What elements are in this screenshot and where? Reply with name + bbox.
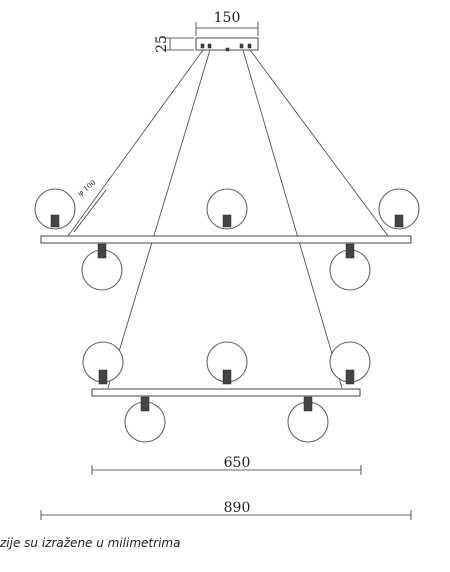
upper-ring-width-label: 890 [224,500,251,516]
upper-ring-bar [40,235,412,244]
units-caption: zije su izražene u milimetrima [0,536,181,550]
canopy-width-dimension: 150 [195,10,259,36]
upper-ring-width-dimension: 890 [40,500,412,520]
upper-ring-globes-bottom [81,243,371,291]
canopy-width-label: 150 [214,10,241,26]
lower-ring-globes-bottom [124,396,329,443]
canopy-height-dimension: 25 [154,35,194,53]
suspension-cables [67,49,389,389]
lower-ring-width-label: 650 [224,455,251,471]
canopy-height-label: 25 [154,35,170,53]
lower-ring-width-dimension: 650 [91,455,362,475]
globe-diameter-label: φ 100 [76,179,97,198]
lower-ring-bar [91,388,361,397]
upper-ring-globes-top [34,188,420,230]
ceiling-canopy [195,37,259,52]
lower-ring-globes-top [82,341,371,385]
